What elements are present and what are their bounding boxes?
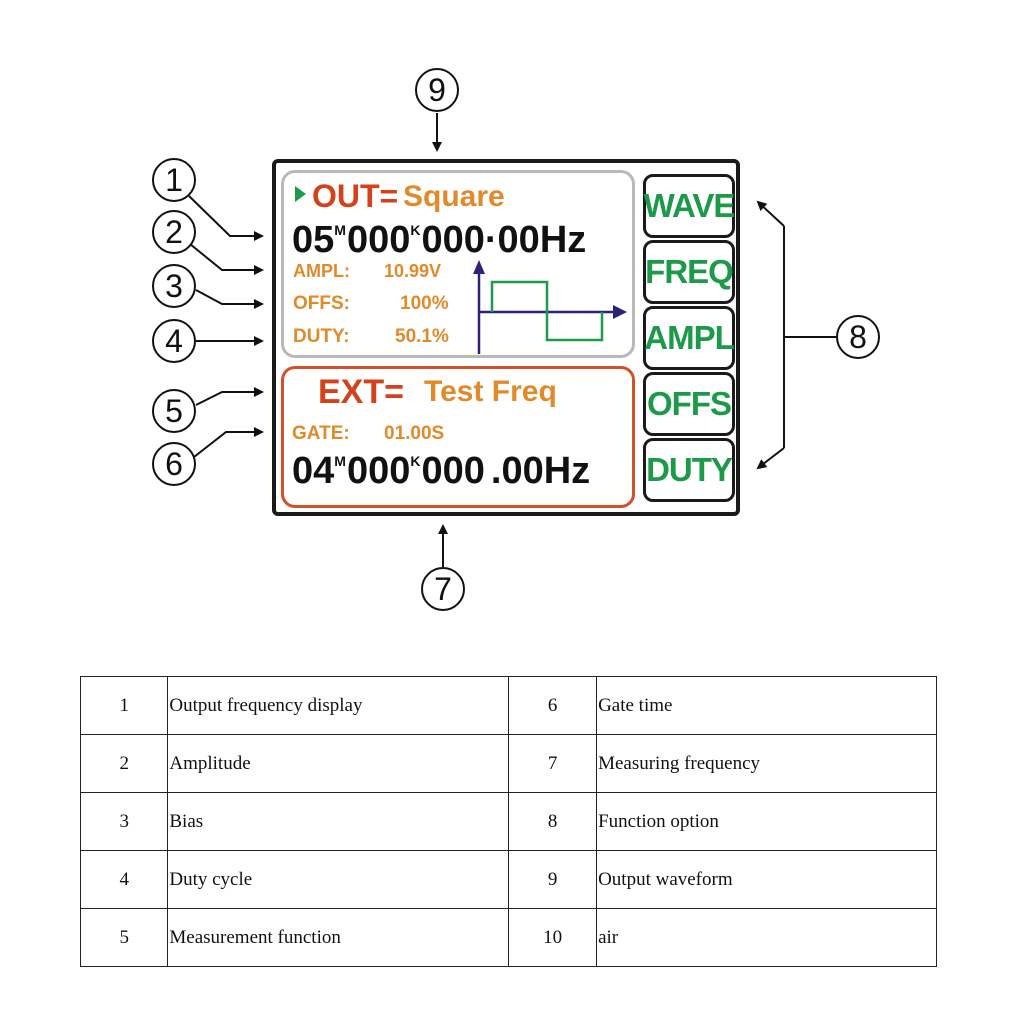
ext-mode: Test Freq — [424, 375, 557, 408]
output-panel — [281, 170, 635, 358]
external-measure-panel — [281, 366, 635, 508]
duty-value: 50.1% — [395, 326, 449, 347]
legend-number: 9 — [508, 850, 598, 909]
wave-button[interactable]: WAVE — [643, 174, 735, 238]
ext-freq-mega-unit: M — [334, 453, 346, 469]
arrow-6 — [193, 427, 264, 458]
legend-description: Gate time — [596, 676, 937, 735]
callout-7: 7 — [421, 567, 465, 611]
duty-button[interactable]: DUTY — [643, 438, 735, 502]
legend-number: 5 — [79, 908, 169, 967]
offs-button[interactable]: OFFS — [643, 372, 735, 436]
gate-value: 01.00S — [384, 423, 445, 444]
duty-label: DUTY: — [293, 326, 350, 347]
legend-number: 8 — [508, 792, 598, 851]
legend-number: 4 — [79, 850, 169, 909]
measured-frequency-display: 04M000K000.00Hz — [292, 452, 590, 490]
callout-arrows — [188, 113, 836, 567]
offs-value: 100% — [400, 293, 449, 314]
out-label: OUT= — [312, 178, 399, 214]
legend-description: Output waveform — [596, 850, 937, 909]
callout-6: 6 — [152, 442, 196, 486]
legend-number: 3 — [79, 792, 169, 851]
freq-units: 000 — [421, 219, 485, 261]
arrow-1 — [188, 195, 264, 241]
freq-mega-unit: M — [334, 222, 346, 238]
ampl-label: AMPL: — [293, 261, 350, 281]
legend-number: 6 — [508, 676, 598, 735]
callout-8: 8 — [836, 315, 880, 359]
ext-freq-units: 000 — [421, 450, 485, 492]
legend-description: Function option — [596, 792, 937, 851]
ext-freq-mega: 04 — [292, 450, 335, 492]
arrow-8-up — [756, 200, 785, 227]
legend-number: 1 — [79, 676, 169, 735]
legend-description: Bias — [167, 792, 510, 851]
legend-description: Duty cycle — [167, 850, 510, 909]
callout-5: 5 — [152, 389, 196, 433]
gate-label: GATE: — [292, 423, 350, 444]
legend-description: air — [596, 908, 937, 967]
play-triangle-icon — [295, 186, 306, 202]
waveform-preview — [473, 260, 627, 354]
freq-kilo: 000 — [346, 219, 411, 261]
freq-kilo-unit: K — [410, 222, 421, 238]
callout-1: 1 — [152, 158, 196, 202]
square-wave-trace — [490, 280, 604, 342]
legend-description: Measuring frequency — [596, 734, 937, 793]
ext-label: EXT= — [318, 373, 404, 411]
arrow-2 — [189, 243, 264, 275]
legend-number: 10 — [508, 908, 598, 967]
x-axis-arrow-icon — [613, 305, 627, 319]
y-axis-arrow-icon — [473, 260, 485, 274]
ampl-button[interactable]: AMPL — [643, 306, 735, 370]
freq-mega: 05 — [292, 219, 335, 261]
callout-3: 3 — [152, 264, 196, 308]
freq-button[interactable]: FREQ — [643, 240, 735, 304]
arrow-8-down — [756, 447, 785, 470]
out-wave-name: Square — [403, 180, 505, 213]
legend-description: Measurement function — [167, 908, 510, 967]
offs-label: OFFS: — [293, 293, 350, 314]
freq-unit: Hz — [539, 219, 587, 261]
legend-description: Output frequency display — [167, 676, 510, 735]
output-frequency-display: 05M000K000·00Hz — [292, 221, 586, 259]
arrow-3 — [195, 289, 264, 309]
legend-number: 2 — [79, 734, 169, 793]
ext-freq-kilo-unit: K — [410, 453, 421, 469]
legend-description: Amplitude — [167, 734, 510, 793]
callout-2: 2 — [152, 210, 196, 254]
callout-4: 4 — [152, 319, 196, 363]
ext-freq-kilo: 000 — [346, 450, 411, 492]
ext-freq-decimal: .00 — [490, 450, 544, 492]
ext-freq-unit: Hz — [543, 450, 591, 492]
freq-decimal: ·00 — [484, 219, 540, 261]
arrow-5 — [195, 387, 264, 406]
callout-9: 9 — [415, 68, 459, 112]
legend-number: 7 — [508, 734, 598, 793]
ampl-value: 10.99V — [384, 261, 442, 281]
